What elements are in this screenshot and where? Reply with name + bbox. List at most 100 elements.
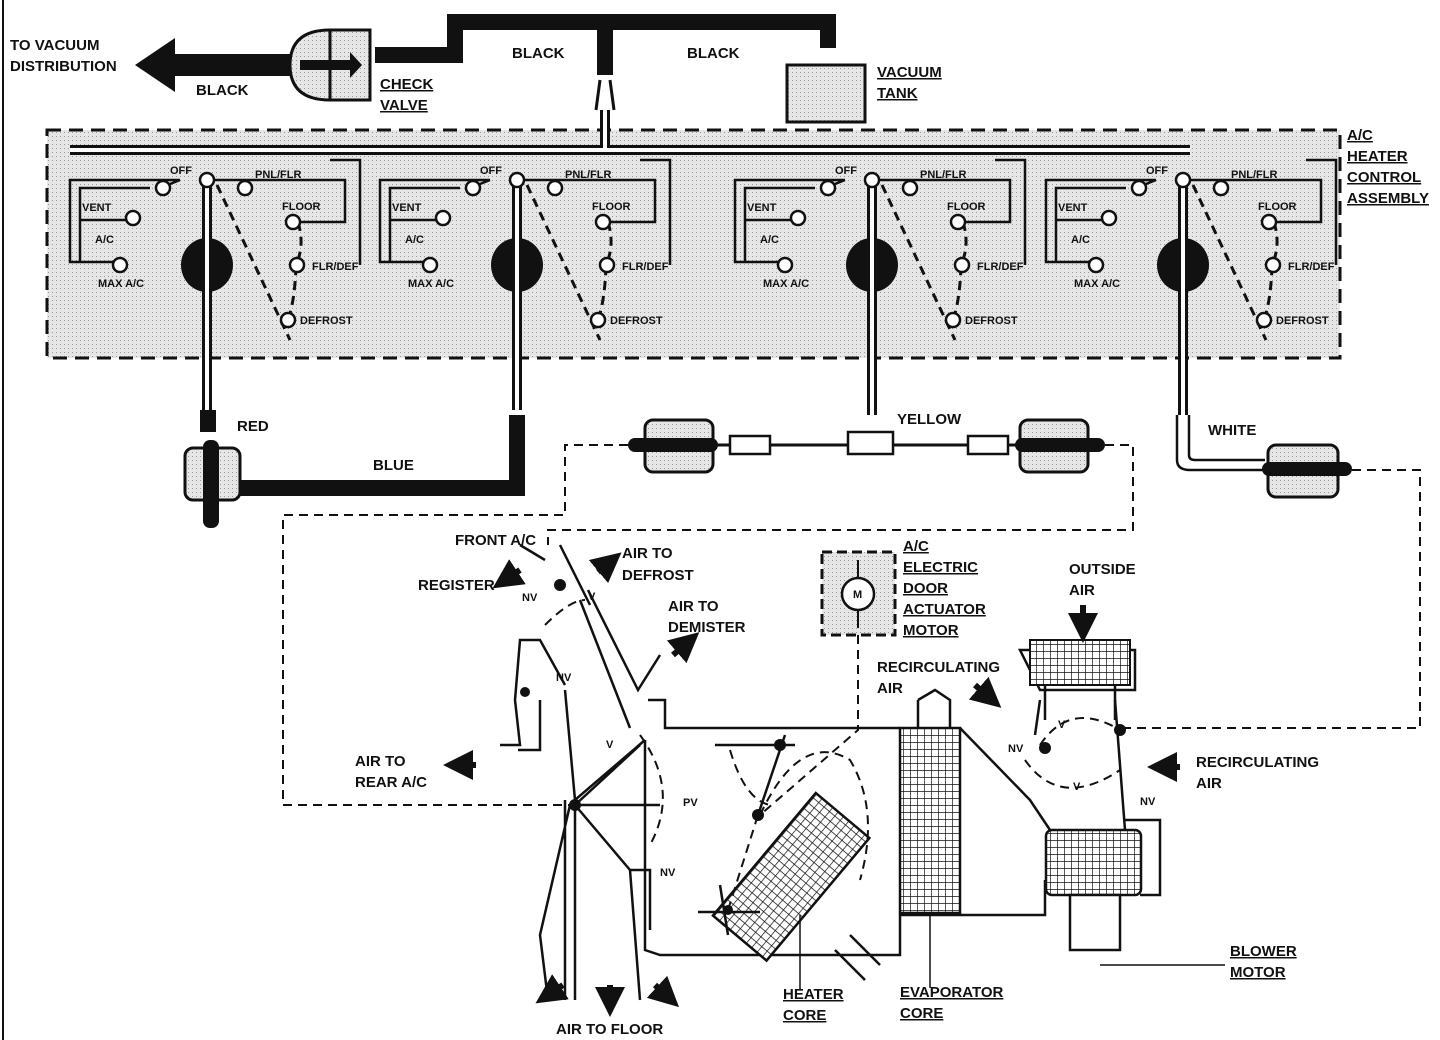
- evaporator-core-label-1: EVAPORATOR: [900, 984, 1004, 1001]
- vacuum-tank-label-1: VACUUM: [877, 64, 942, 81]
- selector-port: [944, 311, 962, 329]
- selector-label-pnl-flr: PNL/FLR: [565, 169, 611, 181]
- selector-label-floor: FLOOR: [947, 201, 986, 213]
- selector-port: [1087, 256, 1105, 274]
- yellow-fitting-right: [966, 434, 1010, 456]
- control-assembly-panel: [45, 128, 1342, 360]
- valve-label-nv: NV: [660, 867, 676, 879]
- door-actuator-label-5: MOTOR: [903, 622, 959, 639]
- control-assembly-label-2: HEATER: [1347, 148, 1408, 165]
- valve-label-nv: NV: [556, 672, 572, 684]
- linkage-front-ac: [282, 444, 628, 806]
- selector-label-defrost: DEFROST: [610, 315, 663, 327]
- selector-label-pnl-flr: PNL/FLR: [255, 169, 301, 181]
- yellow-fitting-left: [728, 434, 772, 456]
- selector-label-ac: A/C: [760, 234, 779, 246]
- yellow-right-actuator: [1015, 418, 1105, 474]
- selector-port: [589, 311, 607, 329]
- air-to-demister-label-2: DEMISTER: [668, 619, 746, 636]
- selector-label-ac: A/C: [95, 234, 114, 246]
- valve-label-v: V: [606, 739, 614, 751]
- black-hose-label-mid: BLACK: [512, 45, 565, 62]
- blue-hose-label: BLUE: [373, 457, 414, 474]
- selector-label-defrost: DEFROST: [1276, 315, 1329, 327]
- to-vacuum-label-2: DISTRIBUTION: [10, 58, 117, 75]
- evaporator-core-label-2: CORE: [900, 1005, 943, 1022]
- selector-port: [863, 171, 881, 189]
- linkage-defrost: [547, 444, 1134, 545]
- black-hose-label-left: BLACK: [196, 82, 249, 99]
- selector-label-off: OFF: [835, 165, 857, 177]
- red-actuator: [183, 440, 242, 528]
- selector-label-ac: A/C: [405, 234, 424, 246]
- selector-label-flr-def: FLR/DEF: [977, 261, 1024, 273]
- selector-port: [1264, 256, 1282, 274]
- air-to-defrost-label-1: AIR TO: [622, 545, 673, 562]
- outside-air-label-1: OUTSIDE: [1069, 561, 1136, 578]
- blue-hose: [240, 415, 525, 496]
- selector-label-ac: A/C: [1071, 234, 1090, 246]
- white-hose: [1175, 415, 1265, 472]
- door-actuator-label-4: ACTUATOR: [903, 601, 986, 618]
- selector-port: [508, 171, 526, 189]
- selector-port: [279, 311, 297, 329]
- white-hose-label: WHITE: [1208, 422, 1256, 439]
- blower-motor-label-2: MOTOR: [1230, 964, 1286, 981]
- recirc-air-right-label-1: RECIRCULATING: [1196, 754, 1319, 771]
- door-actuator-label-3: DOOR: [903, 580, 948, 597]
- motor-symbol: M: [853, 589, 862, 601]
- air-to-demister-label-1: AIR TO: [668, 598, 719, 615]
- selector-label-vent: VENT: [82, 202, 112, 214]
- selector-port: [819, 179, 837, 197]
- selector-label-pnl-flr: PNL/FLR: [920, 169, 966, 181]
- manifold-inner: [70, 110, 1190, 152]
- selector-port: [464, 179, 482, 197]
- yellow-tee: [846, 430, 895, 456]
- door-actuator-label-2: ELECTRIC: [903, 559, 978, 576]
- air-flow-arrows: [443, 552, 1180, 1017]
- selector-port: [1174, 171, 1192, 189]
- hose-fitting: [594, 79, 616, 111]
- selector-label-vent: VENT: [392, 202, 422, 214]
- selector-port: [1212, 179, 1230, 197]
- selector-label-flr-def: FLR/DEF: [1288, 261, 1335, 273]
- control-assembly-label-4: ASSEMBLY: [1347, 190, 1429, 207]
- register-label: REGISTER: [418, 577, 495, 594]
- yellow-hose-label: YELLOW: [897, 411, 962, 428]
- to-vacuum-label-1: TO VACUUM: [10, 37, 99, 54]
- selector-label-max-ac: MAX A/C: [408, 278, 454, 290]
- valve-label-v: V: [1058, 719, 1066, 731]
- check-valve-label-2: VALVE: [380, 97, 428, 114]
- selector-label-off: OFF: [480, 165, 502, 177]
- selector-port: [111, 256, 129, 274]
- valve-label-nv: NV: [1008, 743, 1024, 755]
- selector-label-vent: VENT: [747, 202, 777, 214]
- selector-label-vent: VENT: [1058, 202, 1088, 214]
- white-actuator: [1262, 443, 1352, 499]
- selector-label-off: OFF: [170, 165, 192, 177]
- valve-label-nv: NV: [522, 592, 538, 604]
- selector-port: [284, 213, 302, 231]
- selector-port: [198, 171, 216, 189]
- recirc-air-top-label-1: RECIRCULATING: [877, 659, 1000, 676]
- selector-port: [949, 213, 967, 231]
- check-valve-label-1: CHECK: [380, 76, 434, 93]
- door-actuator-label-1: A/C: [903, 538, 929, 555]
- heater-core-label-2: CORE: [783, 1007, 826, 1024]
- selector-label-floor: FLOOR: [282, 201, 321, 213]
- selector-label-pnl-flr: PNL/FLR: [1231, 169, 1277, 181]
- black-hose: [375, 14, 836, 63]
- selector-port: [1130, 179, 1148, 197]
- selector-label-defrost: DEFROST: [300, 315, 353, 327]
- selector-port: [1255, 311, 1273, 329]
- selector-port: [789, 209, 807, 227]
- selector-label-max-ac: MAX A/C: [1074, 278, 1120, 290]
- selector-port: [901, 179, 919, 197]
- valve-label-v: V: [1073, 781, 1081, 793]
- vacuum-tank: [785, 63, 867, 124]
- outside-air-label-2: AIR: [1069, 582, 1095, 599]
- black-hose-label-right: BLACK: [687, 45, 740, 62]
- yellow-left-actuator: [628, 418, 718, 474]
- selector-label-off: OFF: [1146, 165, 1168, 177]
